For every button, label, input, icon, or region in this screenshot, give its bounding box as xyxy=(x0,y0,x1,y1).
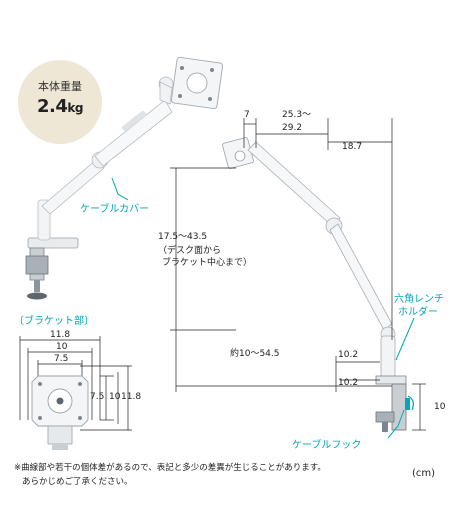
dim-clamp-upper: 10.2 xyxy=(338,350,359,360)
bracket-width-11-8: 11.8 xyxy=(50,330,71,340)
weight-unit: kg xyxy=(67,101,83,115)
bracket-width-7-5: 7.5 xyxy=(54,354,69,364)
callout-cable-hook: ケーブルフック xyxy=(292,440,362,451)
dim-height-line1: 17.5〜43.5 xyxy=(158,232,208,242)
bracket-height-11-8: 11.8 xyxy=(121,392,142,402)
callout-hex-wrench-line2: ホルダー xyxy=(398,307,438,318)
unit-label: (cm) xyxy=(412,468,436,479)
weight-value: 2.4kg xyxy=(37,96,83,117)
weight-label: 本体重量 xyxy=(38,80,82,93)
dim-clamp-lower: 10.2 xyxy=(338,378,359,388)
dim-reach-line1: 25.3〜 xyxy=(282,110,312,120)
left-arm-illustration xyxy=(25,56,224,300)
bracket-width-10: 10 xyxy=(56,342,68,352)
dim-height-line2: （デスク面から xyxy=(158,246,222,256)
dim-reach-line2: 29.2 xyxy=(282,123,303,133)
bracket-height-10: 10 xyxy=(109,392,121,402)
bracket-illustration xyxy=(19,336,132,450)
dim-height-line3: ブラケット中心まで） xyxy=(162,258,253,268)
note-line2: あらかじめご了承ください。 xyxy=(22,477,133,487)
dim-clamp-height: 10 xyxy=(434,402,446,412)
note-line1: ※曲線部や若干の個体差があるので、表記と多少の差異が生じることがあります。 xyxy=(14,463,326,473)
cable-hook-pointer xyxy=(387,409,405,439)
callout-hex-wrench-line1: 六角レンチ xyxy=(394,294,444,305)
dim-depth: 18.7 xyxy=(342,142,363,152)
right-arm-illustration xyxy=(222,137,414,432)
dim-top-offset: 7 xyxy=(244,110,250,120)
hex-wrench-pointer xyxy=(395,317,415,361)
right-dimension-lines xyxy=(170,118,426,431)
dim-horizontal: 約10〜54.5 xyxy=(230,349,280,359)
bracket-height-7-5: 7.5 xyxy=(90,392,105,402)
callout-cable-cover: ケーブルカバー xyxy=(80,204,150,215)
cable-cover-pointer xyxy=(111,177,129,201)
weight-badge: 本体重量 2.4kg xyxy=(18,60,102,144)
bracket-title: 〔ブラケット部〕 xyxy=(14,316,94,327)
